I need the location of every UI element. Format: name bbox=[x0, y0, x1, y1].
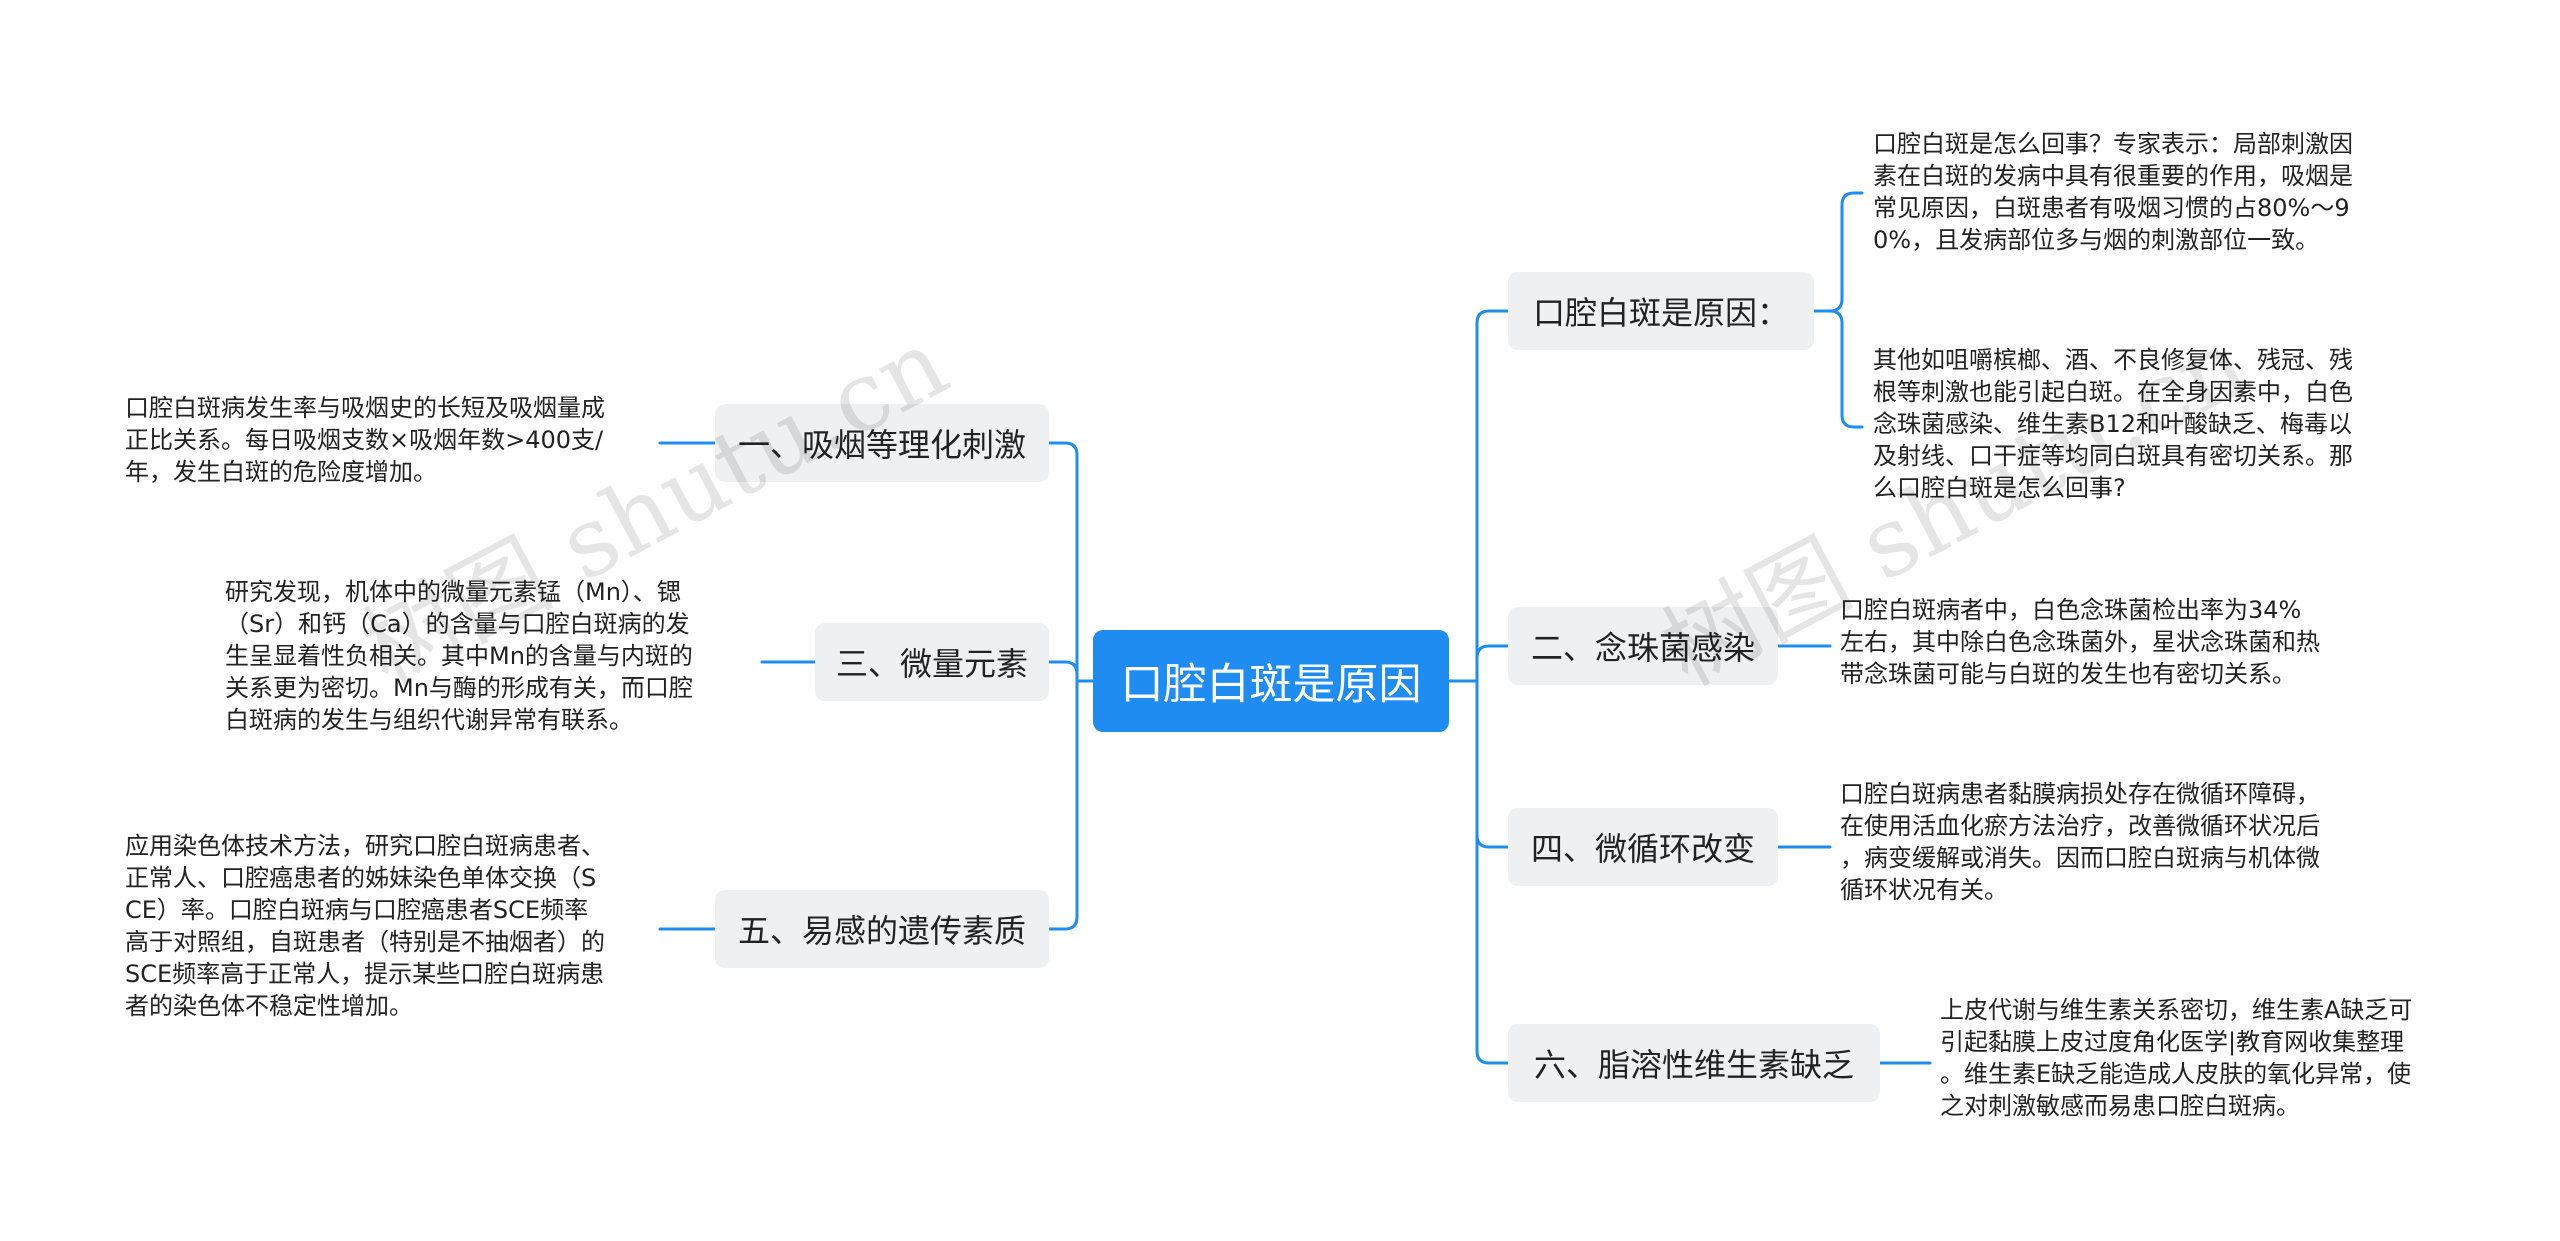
connector-candida bbox=[1475, 644, 1510, 683]
leaf-text-smoking: 口腔白斑病发生率与吸烟史的长短及吸烟量成正比关系。每日吸烟支数×吸烟年数>400… bbox=[125, 394, 605, 486]
leaf-text-causes-local: 口腔白斑是怎么回事？专家表示：局部刺激因素在白斑的发病中具有很重要的作用，吸烟是… bbox=[1873, 130, 2353, 254]
leaf-text-genetic: 应用染色体技术方法，研究口腔白斑病患者、正常人、口腔癌患者的姊妹染色单体交换（S… bbox=[125, 832, 605, 1020]
branch-node-candida[interactable]: 二、念珠菌感染 bbox=[1508, 607, 1778, 685]
leaf-connector-causes-b bbox=[1828, 309, 1864, 429]
branch-node-microcirculation[interactable]: 四、微循环改变 bbox=[1508, 808, 1778, 886]
connector-vitamin bbox=[1475, 679, 1510, 1065]
leaf-text-causes-systemic: 其他如咀嚼槟榔、酒、不良修复体、残冠、残根等刺激也能引起白斑。在全身因素中，白色… bbox=[1873, 346, 2353, 502]
leaf-text-trace-elements: 研究发现，机体中的微量元素锰（Mn）、锶（Sr）和钙（Ca）的含量与口腔白斑病的… bbox=[225, 578, 693, 734]
connector-trace bbox=[1047, 660, 1079, 683]
leaf-text-candida: 口腔白斑病者中，白色念珠菌检出率为34%左右，其中除白色念珠菌外，星状念珠菌和热… bbox=[1840, 596, 2320, 688]
branch-node-vitamin[interactable]: 六、脂溶性维生素缺乏 bbox=[1508, 1024, 1880, 1102]
branch-node-smoking[interactable]: 一、吸烟等理化刺激 bbox=[715, 404, 1049, 482]
leaf-text-microcirculation: 口腔白斑病患者黏膜病损处存在微循环障碍，在使用活血化瘀方法治疗，改善微循环状况后… bbox=[1840, 780, 2320, 904]
branch-node-trace-elements[interactable]: 三、微量元素 bbox=[815, 623, 1049, 701]
connector-micro bbox=[1475, 679, 1510, 849]
branch-node-genetic[interactable]: 五、易感的遗传素质 bbox=[715, 890, 1049, 968]
connector-smoking bbox=[1047, 441, 1079, 683]
branch-node-causes[interactable]: 口腔白斑是原因： bbox=[1508, 272, 1814, 350]
leaf-text-vitamin: 上皮代谢与维生素关系密切，维生素A缺乏可引起黏膜上皮过度角化医学|教育网收集整理… bbox=[1940, 996, 2413, 1120]
connector-genetic bbox=[1047, 679, 1079, 931]
leaf-connector-causes-a bbox=[1828, 191, 1864, 313]
connector-causes bbox=[1475, 309, 1510, 683]
root-node[interactable]: 口腔白斑是原因 bbox=[1093, 630, 1449, 732]
